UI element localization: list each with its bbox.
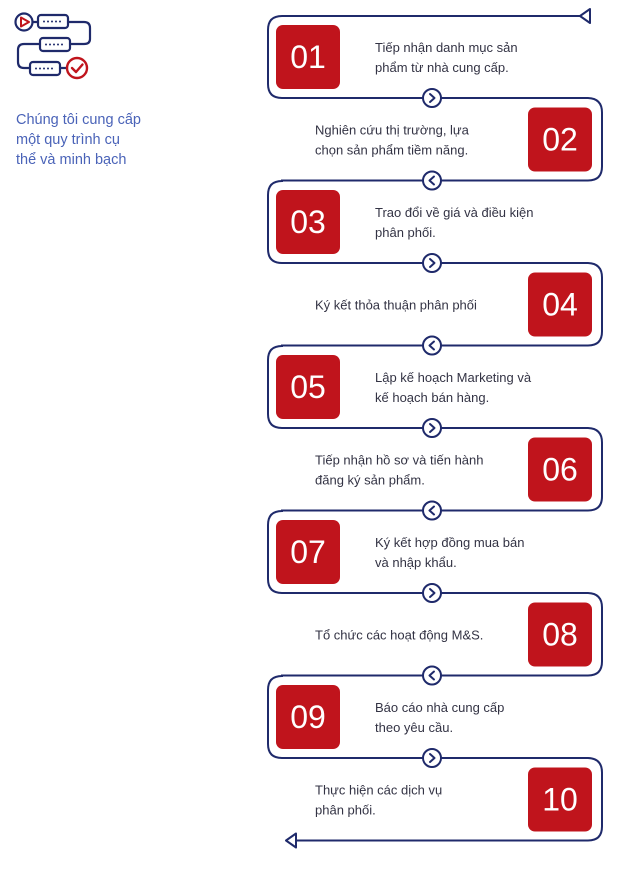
step-number-box	[528, 602, 592, 667]
step-number: 08	[542, 617, 578, 653]
intro-line: một quy trình cụ	[16, 132, 120, 148]
step-number-box	[276, 190, 340, 254]
chevron-stroke	[429, 423, 436, 433]
step-number-box	[528, 272, 592, 337]
step-number: 05	[290, 369, 326, 405]
step-description-line: Ký kết thỏa thuận phân phối	[315, 298, 477, 313]
step-description-line: chọn sản phẩm tiềm năng.	[315, 143, 468, 158]
start-arrow-icon	[579, 8, 591, 24]
chevron-stroke	[428, 340, 435, 351]
step-description: Thực hiện các dịch vụ phân phối.	[315, 783, 442, 818]
step-description-line: đăng ký sản phẩm.	[315, 473, 425, 488]
step-number: 02	[542, 122, 578, 158]
chevron-right-icon	[422, 748, 442, 768]
step-description: Tiếp nhận danh mục sản phẩm từ nhà cung c…	[375, 40, 518, 75]
step-description: Tổ chức các hoạt động M&S.	[315, 628, 483, 643]
step-number-box	[528, 107, 592, 172]
step-description: Báo cáo nhà cung cấp theo yêu cầu.	[375, 700, 504, 735]
step-number: 01	[290, 39, 326, 75]
step-number-box	[276, 355, 340, 419]
chevron-right-icon	[422, 88, 442, 108]
intro-text: Chúng tôi cung cấp một quy trình cụ thể …	[16, 110, 186, 170]
chevron-stroke	[428, 670, 435, 681]
chevron-stroke	[428, 505, 435, 516]
chevron-stroke	[429, 588, 436, 598]
chevron-stroke	[429, 93, 436, 103]
step-number-box	[528, 767, 592, 832]
chevron-left-icon	[422, 335, 442, 356]
chevron-right-icon	[422, 418, 442, 438]
step-description: Ký kết hợp đồng mua bán và nhập khẩu.	[375, 535, 524, 570]
step-description: Lập kế hoạch Marketing và kế hoạch bán hà…	[375, 370, 532, 405]
intro-line: thể và minh bạch	[16, 152, 127, 168]
step-number-box	[276, 685, 340, 749]
chevron-left-icon	[422, 665, 442, 686]
step-number-box	[276, 25, 340, 89]
step-description-line: Thực hiện các dịch vụ	[315, 783, 442, 798]
step-description-line: phân phối.	[375, 225, 436, 240]
step-description-line: Tiếp nhận danh mục sản	[375, 40, 518, 55]
step-description-line: Báo cáo nhà cung cấp	[375, 700, 504, 715]
step-description-line: theo yêu cầu.	[375, 720, 453, 735]
chevron-stroke	[429, 753, 436, 763]
step-description: Trao đổi về giá và điều kiện phân phối.	[375, 205, 534, 240]
step-description-line: kế hoạch bán hàng.	[375, 390, 489, 405]
chevron-stroke	[429, 258, 436, 268]
step-number: 06	[542, 452, 578, 488]
end-arrow-icon	[285, 832, 297, 849]
step-description-line: Tiếp nhận hồ sơ và tiến hành	[315, 453, 484, 468]
step-description-line: phân phối.	[315, 803, 376, 818]
step-number: 03	[290, 204, 326, 240]
step-number: 10	[542, 782, 578, 818]
chevron-right-icon	[422, 253, 442, 273]
step-description-line: Ký kết hợp đồng mua bán	[375, 535, 524, 550]
step-number-box	[528, 437, 592, 502]
step-number: 04	[542, 287, 578, 323]
step-description-line: phẩm từ nhà cung cấp.	[375, 60, 509, 75]
step-description-line: Lập kế hoạch Marketing và	[375, 370, 532, 385]
step-number: 09	[290, 699, 326, 735]
chevron-right-icon	[422, 583, 442, 603]
step-description: Nghiên cứu thị trường, lựa chọn sản phẩm …	[315, 123, 470, 158]
chevron-stroke	[428, 175, 435, 186]
intro-line: Chúng tôi cung cấp	[16, 112, 141, 128]
step-description-line: và nhập khẩu.	[375, 555, 457, 570]
step-number: 07	[290, 534, 326, 570]
step-description-line: Nghiên cứu thị trường, lựa	[315, 123, 470, 138]
process-flow-icon	[14, 12, 92, 80]
step-description: Tiếp nhận hồ sơ và tiến hành đăng ký sản …	[315, 453, 484, 488]
step-description-line: Tổ chức các hoạt động M&S.	[315, 628, 483, 643]
chevron-left-icon	[422, 500, 442, 521]
chevron-left-icon	[422, 170, 442, 191]
step-description-line: Trao đổi về giá và điều kiện	[375, 205, 534, 220]
step-number-box	[276, 520, 340, 584]
step-description: Ký kết thỏa thuận phân phối	[315, 298, 477, 313]
